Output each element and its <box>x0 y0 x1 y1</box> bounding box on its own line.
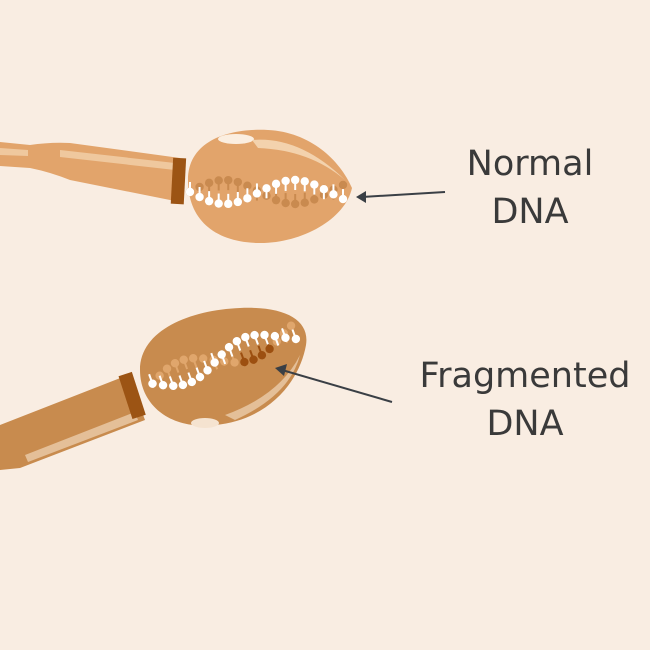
dna-nucleotide <box>224 175 233 185</box>
dna-nucleotide <box>195 192 204 202</box>
fragmented-collar <box>118 371 146 420</box>
fragmented-label-line1: Fragmented <box>419 356 631 396</box>
normal-dna-label: Normal DNA <box>440 140 620 236</box>
dna-nucleotide <box>204 196 214 206</box>
dna-nucleotide <box>319 184 329 194</box>
normal-dna-helix <box>185 175 348 209</box>
dna-nucleotide <box>169 381 178 391</box>
dna-nucleotide <box>178 380 188 390</box>
dna-nucleotide <box>310 180 319 189</box>
fragmented-dna-label: Fragmented DNA <box>405 352 645 448</box>
dna-nucleotide <box>310 195 319 204</box>
dna-nucleotide <box>271 179 281 189</box>
dna-nucleotide <box>162 364 172 373</box>
normal-arrow <box>356 191 446 203</box>
fragmented-sperm-tail <box>0 375 145 470</box>
dna-nucleotide <box>217 350 226 359</box>
dna-nucleotide <box>262 184 271 193</box>
normal-label-line2: DNA <box>491 192 569 232</box>
fragmented-arrow <box>275 364 393 403</box>
dna-nucleotide <box>210 358 219 367</box>
dna-nucleotide <box>224 342 234 352</box>
dna-nucleotide <box>203 366 212 375</box>
dna-nucleotide <box>233 197 243 207</box>
normal-collar <box>170 157 187 205</box>
dna-nucleotide <box>250 330 259 340</box>
dna-nucleotide <box>230 358 239 367</box>
fragmented-arrow-head-icon <box>275 364 287 376</box>
dna-nucleotide <box>281 333 290 342</box>
dna-nucleotide <box>338 194 348 204</box>
dna-nucleotide <box>232 336 242 346</box>
normal-sperm-tail <box>0 142 180 202</box>
dna-nucleotide <box>185 187 195 197</box>
dna-nucleotide <box>281 176 290 186</box>
dna-nucleotide <box>249 355 258 364</box>
dna-nucleotide <box>233 177 243 187</box>
dna-nucleotide <box>300 177 309 186</box>
dna-nucleotide <box>257 351 267 360</box>
dna-nucleotide <box>195 182 204 192</box>
dna-nucleotide <box>195 372 205 382</box>
dna-nucleotide <box>170 358 180 368</box>
dna-nucleotide <box>252 189 262 198</box>
dna-nucleotide <box>188 354 198 363</box>
fragmented-sperm <box>0 307 307 470</box>
dna-nucleotide <box>265 344 274 354</box>
dna-nucleotide <box>243 194 252 203</box>
fragmented-head-shine <box>225 355 300 420</box>
dna-nucleotide <box>260 330 269 340</box>
normal-head-shine <box>252 139 345 180</box>
dna-nucleotide <box>281 198 290 208</box>
dna-nucleotide <box>338 180 348 190</box>
normal-head-highlight <box>218 134 254 144</box>
dna-nucleotide <box>290 175 300 185</box>
dna-nucleotide <box>199 354 208 363</box>
dna-nucleotide <box>290 199 300 209</box>
dna-nucleotide <box>329 190 338 199</box>
dna-nucleotide <box>241 332 250 342</box>
dna-nucleotide <box>270 331 280 341</box>
fragmented-dna-helix <box>148 321 301 391</box>
dna-nucleotide <box>243 181 252 190</box>
fragmented-label-line2: DNA <box>486 404 564 444</box>
fragmented-head-highlight <box>191 418 219 428</box>
normal-tail-highlight-2 <box>0 148 28 156</box>
dna-nucleotide <box>204 178 214 188</box>
fragmented-tail-highlight <box>25 412 138 462</box>
dna-nucleotide <box>158 380 168 390</box>
normal-sperm <box>0 129 352 244</box>
dna-nucleotide <box>155 371 164 380</box>
dna-nucleotide <box>271 195 281 205</box>
normal-label-line1: Normal <box>466 144 594 184</box>
dna-nucleotide <box>179 355 188 364</box>
dna-nucleotide <box>214 199 223 208</box>
dna-nucleotide <box>148 379 157 388</box>
dna-nucleotide <box>214 176 223 185</box>
normal-arrow-head-icon <box>356 191 366 203</box>
dna-nucleotide <box>300 198 309 207</box>
dna-nucleotide <box>286 321 296 330</box>
dna-nucleotide <box>291 334 301 344</box>
dna-nucleotide <box>187 377 197 387</box>
dna-nucleotide <box>224 199 233 209</box>
dna-nucleotide <box>240 357 249 367</box>
normal-tail-highlight <box>60 150 175 170</box>
